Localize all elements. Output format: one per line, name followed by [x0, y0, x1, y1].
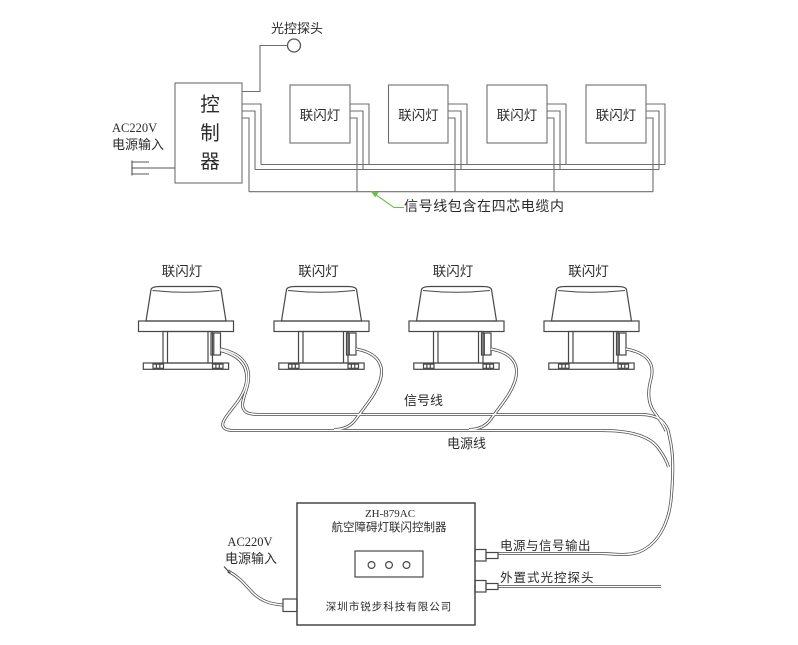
mains-connector: [282, 598, 298, 613]
beacon-lamp-label: 联闪灯: [432, 264, 474, 279]
company-label: 深圳市锐步科技有限公司: [325, 601, 453, 613]
lamp-box-label: 联闪灯: [595, 108, 637, 123]
beacon-lamp-3: [408, 285, 505, 370]
middle-drawing: [137, 285, 640, 370]
arrowhead-icon: [370, 191, 379, 198]
output-connector-pin: [485, 551, 499, 560]
signal-line-label: 信号线: [404, 393, 444, 408]
ac-input-label-line1: AC220V: [112, 121, 158, 135]
ac-input-label-line2: 电源输入: [112, 137, 165, 152]
controller-label: 控制器: [196, 94, 218, 180]
probe-wire: [242, 44, 288, 93]
beacon-lamp-1: [137, 285, 235, 370]
cable-note: 信号线包含在四芯电缆内: [404, 200, 565, 215]
device-name-label: 航空障碍灯联闪控制器: [331, 521, 447, 534]
beacon-lamp-4: [543, 285, 640, 370]
lamp-box-label: 联闪灯: [398, 108, 439, 123]
probe-label: 光控探头: [270, 21, 324, 36]
light-probe-icon: [286, 38, 302, 53]
flash-lamp-box-1: [289, 84, 351, 144]
flash-lamp-box-2: [387, 84, 449, 144]
top-schematic: [131, 38, 666, 209]
ac-plug-icon: [131, 160, 175, 176]
indicator-light: [385, 560, 394, 569]
beacon-lamp-2: [273, 285, 370, 370]
beacon-lamp-label: 联闪灯: [161, 264, 203, 279]
lamp-box-label: 联闪灯: [496, 108, 538, 123]
cable-note-leader: [370, 191, 404, 209]
ac-input2-label-line2: 电源输入: [224, 551, 278, 566]
indicator-light: [367, 560, 376, 569]
beacon-lamp-label: 联闪灯: [568, 264, 609, 279]
indicator-panel: [354, 550, 424, 578]
ac-input2-label-line1: AC220V: [227, 535, 273, 549]
cables: [219, 347, 675, 607]
indicator-light: [402, 560, 411, 569]
probe-connector-pin: [485, 582, 499, 591]
external-probe-label: 外置式光控探头: [500, 570, 595, 585]
model-label: ZH-879AC: [364, 508, 416, 520]
flash-lamp-box-4: [585, 84, 647, 144]
output-connector: [474, 548, 487, 562]
controller-box: [174, 82, 243, 184]
cord-end-cut: [223, 566, 231, 574]
flash-lamp-box-3: [486, 84, 548, 144]
power-line-label: 电源线: [447, 436, 487, 451]
controller-housing: [296, 502, 476, 626]
beacon-lamp-label: 联闪灯: [298, 264, 339, 279]
output-label: 电源与信号输出: [500, 539, 592, 553]
signal-wires: [242, 103, 666, 193]
bottom-controller: [282, 502, 499, 626]
lamp-box-label: 联闪灯: [299, 108, 341, 123]
probe-connector: [474, 579, 487, 593]
